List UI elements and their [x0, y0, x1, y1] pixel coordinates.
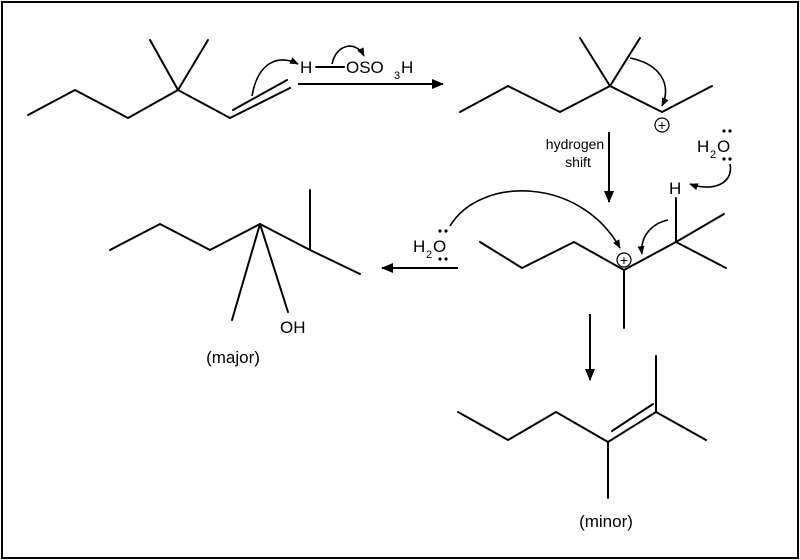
curved-arrow-water-attack — [449, 190, 621, 249]
label-shift: shift — [565, 154, 591, 170]
charge-plus-1: + — [658, 117, 666, 133]
curved-arrow-water-to-h — [689, 163, 732, 190]
label-major: (major) — [206, 348, 260, 367]
water2-o: O — [433, 237, 446, 256]
curved-arrow-alkene-to-h — [251, 57, 299, 97]
label-minor: (minor) — [579, 512, 633, 531]
water1-subscript-2: 2 — [710, 149, 716, 161]
water1-h: H — [697, 137, 709, 156]
curved-arrow-bond-to-o — [331, 45, 365, 65]
reagent-oso: OSO — [346, 58, 384, 77]
atom-oh: OH — [280, 318, 306, 337]
curved-arrow-methyl-shift-1 — [629, 57, 669, 107]
alkene-product — [457, 355, 707, 499]
water2-h: H — [413, 237, 425, 256]
reagent-subscript-3: 3 — [394, 70, 400, 82]
reagent-h-end: H — [401, 58, 413, 77]
water-molecule-2: H 2 O — [413, 229, 448, 261]
curved-arrow-hydride-to-cation — [637, 219, 669, 255]
water2-subscript-2: 2 — [426, 249, 432, 261]
water1-o: O — [717, 137, 730, 156]
alcohol-product: OH — [109, 189, 361, 337]
atom-h: H — [669, 179, 681, 198]
secondary-carbocation: + — [459, 37, 713, 133]
starting-alkene — [27, 39, 291, 119]
water-molecule-1: H 2 O — [697, 129, 732, 161]
charge-plus-2: + — [620, 252, 628, 268]
label-hydrogen: hydrogen — [546, 136, 604, 152]
reagent-h: H — [300, 58, 312, 77]
tertiary-carbocation: H + — [479, 179, 727, 329]
reagent-sulfuric-acid: H OSO 3 H — [300, 58, 413, 82]
